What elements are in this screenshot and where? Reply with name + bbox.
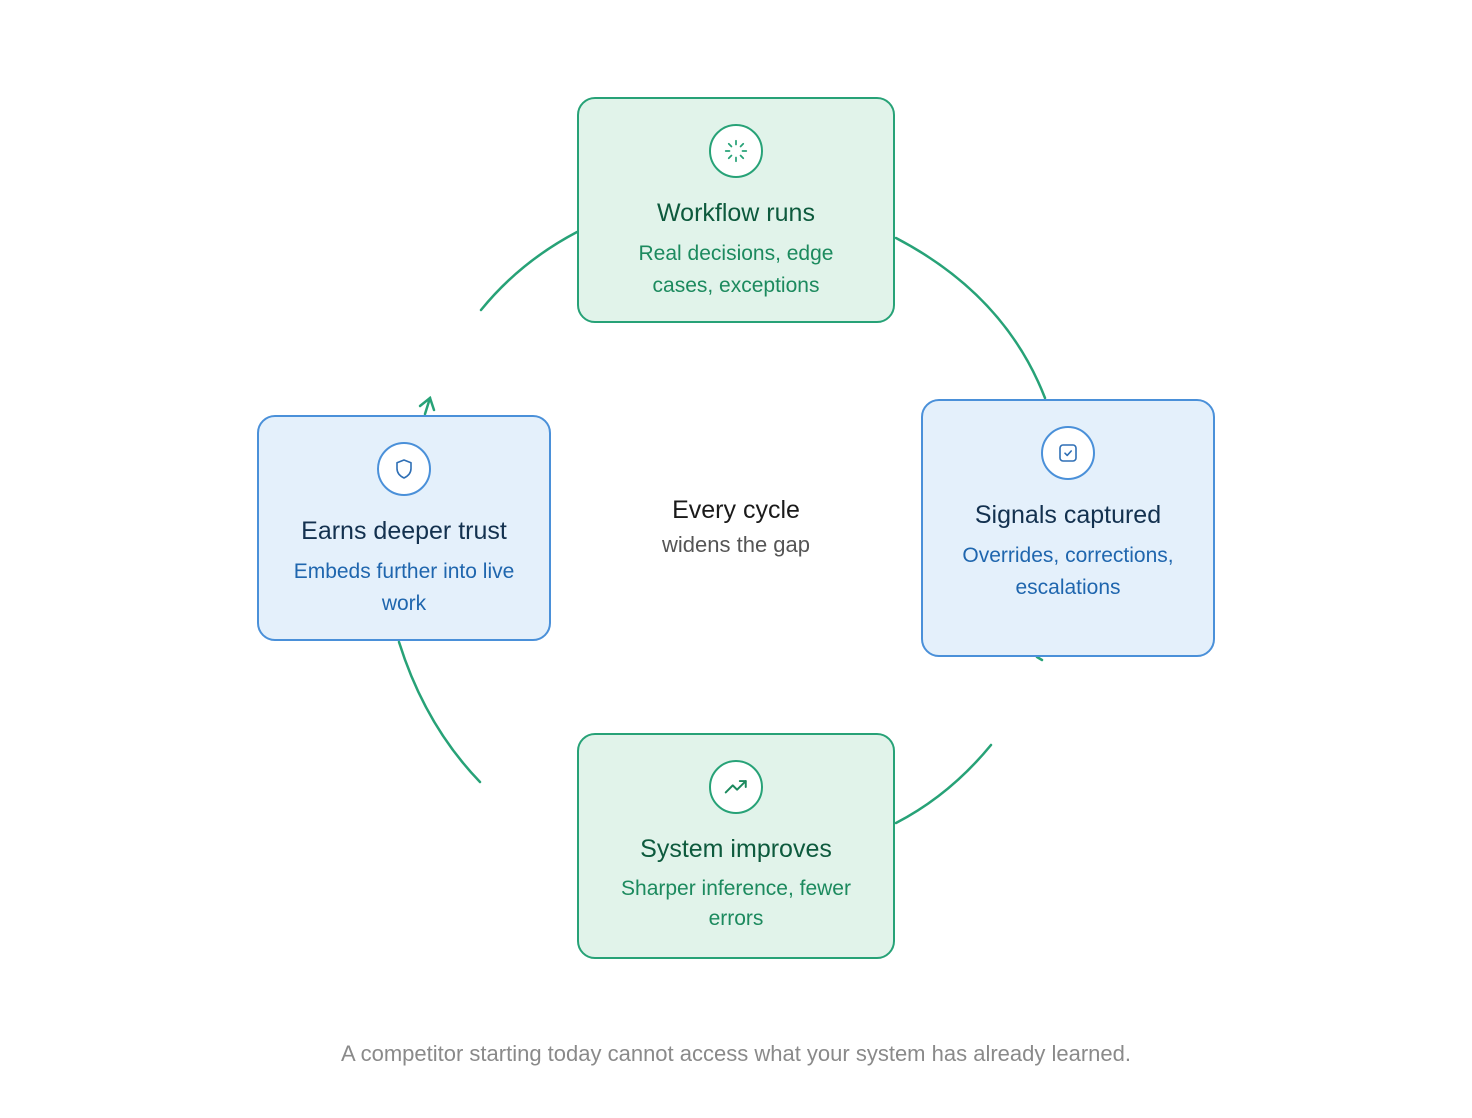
step-node-earns-deeper-trust: Earns deeper trust Embeds further into l…	[257, 415, 551, 641]
connector-arrow-tail	[423, 396, 432, 416]
step-description: Real decisions, edge cases, exceptions	[638, 242, 834, 297]
footnote: A competitor starting today cannot acces…	[341, 1041, 1131, 1066]
step-description: Sharper inference, fewer errors	[621, 877, 851, 930]
connector-arrow-stub	[1035, 655, 1044, 662]
step-description: Embeds further into live work	[293, 560, 515, 615]
connector-arc-bottom-right	[894, 743, 993, 825]
step-title: Signals captured	[974, 501, 1162, 529]
step-node-system-improves: System improves Sharper inference, fewer…	[577, 733, 895, 959]
step-title: Earns deeper trust	[301, 517, 507, 545]
step-title: Workflow runs	[657, 199, 815, 227]
center-subtitle: widens the gap	[662, 532, 810, 557]
center-title: Every cycle	[672, 496, 800, 524]
shield-icon	[377, 442, 431, 496]
step-title: System improves	[640, 835, 832, 863]
loader-icon	[709, 124, 763, 178]
trending-up-icon	[709, 760, 763, 814]
connector-arc-top-right	[894, 236, 1047, 400]
connector-arc-top-left	[479, 230, 579, 312]
step-description: Overrides, corrections, escalations	[962, 544, 1174, 599]
checkbox-icon	[1041, 426, 1095, 480]
connector-arc-bottom-left	[397, 640, 482, 784]
step-node-workflow-runs: Workflow runs Real decisions, edge cases…	[577, 97, 895, 323]
step-node-signals-captured: Signals captured Overrides, corrections,…	[921, 399, 1215, 657]
